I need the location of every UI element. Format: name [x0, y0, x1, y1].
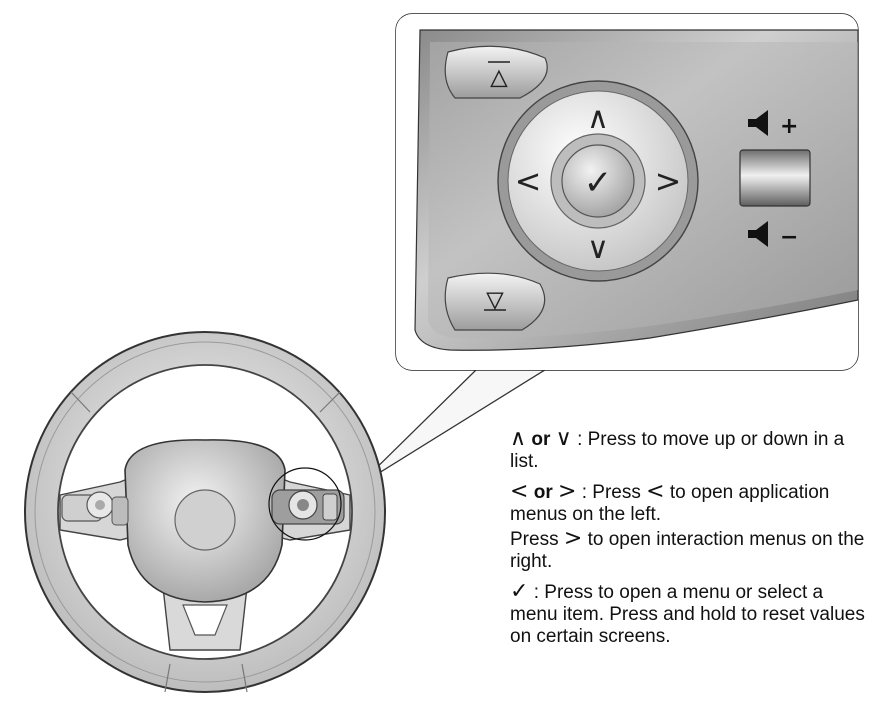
volume-down-icon: [748, 221, 768, 247]
arrow-down-icon: ∨: [555, 426, 572, 451]
legend-leftright-text4: to open interaction menus on the right.: [510, 529, 865, 572]
legend: ∧ or ∨ : Press to move up or down in a l…: [510, 428, 875, 656]
steering-wheel-icon: [24, 331, 386, 693]
checkmark-icon[interactable]: ✓: [584, 163, 613, 203]
legend-leftright-2: Press > to open interaction menus on the…: [510, 528, 875, 573]
legend-leftright-text3: Press: [510, 529, 559, 550]
arrow-up-icon[interactable]: ∧: [587, 101, 609, 136]
volume-up-icon: [748, 110, 768, 136]
arrow-right-icon: >: [558, 479, 577, 504]
next-button[interactable]: [444, 272, 546, 331]
detail-inset: [396, 14, 858, 370]
prev-button[interactable]: [444, 45, 548, 99]
volume-down-label: −: [780, 225, 798, 250]
volume-rocker[interactable]: [739, 149, 811, 207]
volume-up-label: +: [780, 114, 798, 139]
arrow-right-icon: >: [563, 526, 583, 551]
checkmark-icon: ✓: [510, 579, 529, 604]
arrow-down-icon[interactable]: ∨: [587, 231, 609, 266]
next-icon: ▼: [487, 287, 503, 311]
legend-updown: ∧ or ∨ : Press to move up or down in a l…: [510, 428, 875, 473]
legend-leftright-text2: to open application menus on the left.: [510, 482, 830, 525]
arrow-left-icon: <: [510, 479, 529, 504]
legend-select: ✓ : Press to open a menu or select a men…: [510, 581, 875, 648]
prev-icon: ▲: [491, 65, 507, 89]
arrow-right-icon[interactable]: >: [655, 162, 682, 200]
arrow-up-icon: ∧: [510, 426, 527, 451]
arrow-left-icon: <: [646, 479, 665, 504]
legend-or: or: [533, 482, 553, 503]
legend-updown-text: : Press to move up or down in a list.: [510, 429, 845, 472]
legend-leftright: < or > : Press < to open application men…: [510, 481, 875, 526]
legend-or: or: [531, 429, 551, 450]
arrow-left-icon[interactable]: <: [515, 162, 542, 200]
legend-leftright-text1: : Press: [581, 482, 641, 503]
legend-select-text: : Press to open a menu or select a menu …: [510, 582, 865, 647]
